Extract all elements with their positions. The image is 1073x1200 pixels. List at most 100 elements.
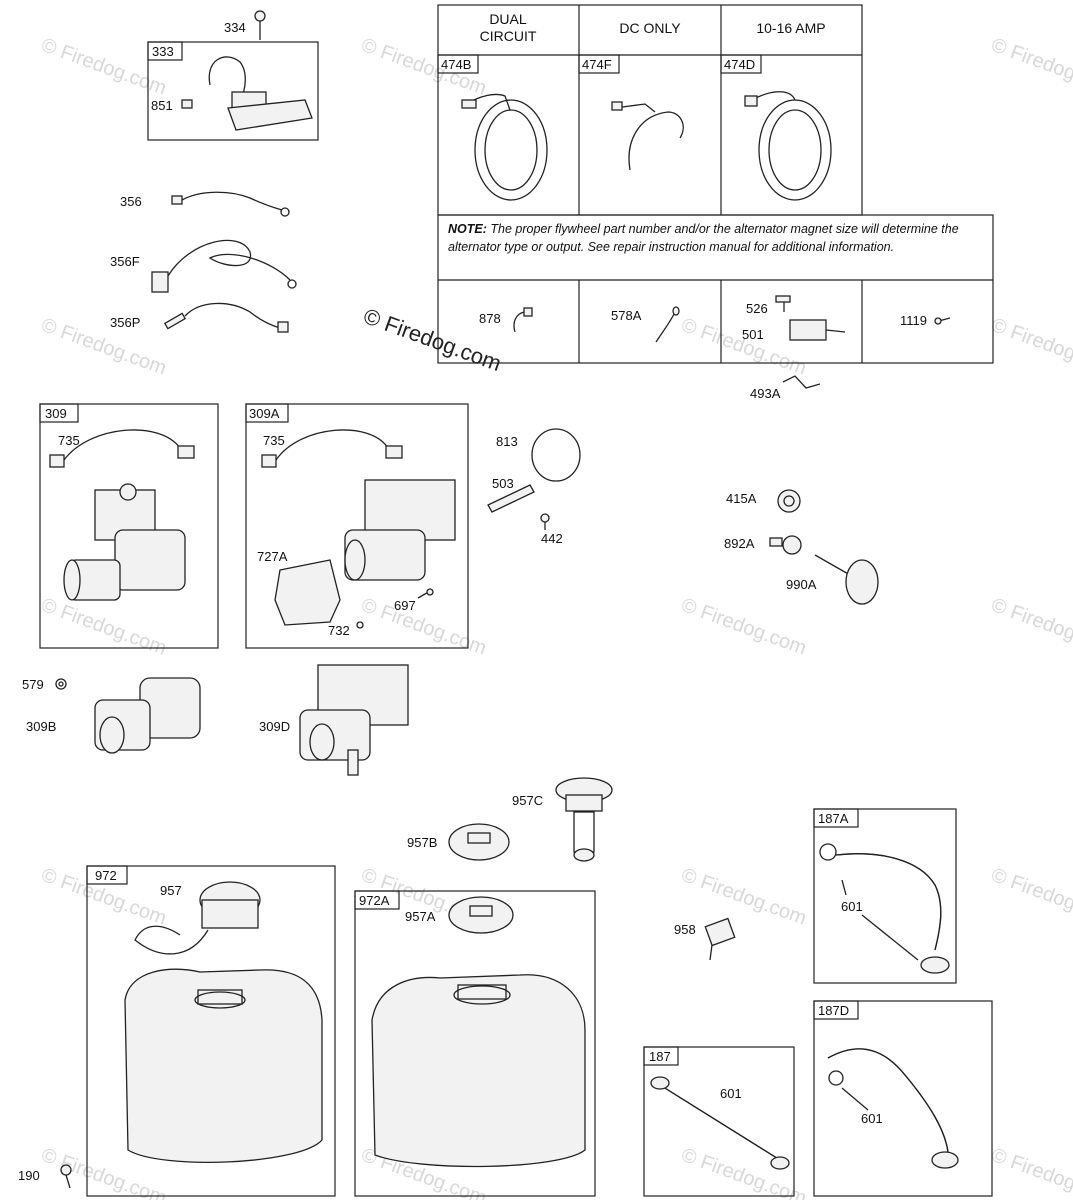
watermark-text: © Firedog.com [678, 594, 809, 660]
washer-icon [55, 678, 67, 690]
fuel-valve-icon [704, 917, 736, 961]
label-727A: 727A [257, 549, 288, 564]
label-501: 501 [742, 327, 764, 342]
label-851: 851 [151, 98, 173, 113]
fuel-hose-icon [650, 1076, 790, 1170]
label-579: 579 [22, 677, 44, 692]
table-frame-bottom [437, 214, 994, 364]
label-493A: 493A [750, 386, 781, 401]
starter-cover-icon [274, 559, 341, 626]
nut-icon [356, 621, 364, 629]
screw-icon [934, 317, 951, 325]
watermark-text: © Firedog.com [38, 34, 169, 100]
box-label-333: 333 [152, 44, 174, 59]
label-601-c: 601 [861, 1111, 883, 1126]
starter-cable-icon [49, 429, 195, 468]
label-334: 334 [224, 20, 246, 35]
box-label-187: 187 [649, 1049, 671, 1064]
header-dc-only: DC ONLY [619, 20, 681, 36]
electric-starter-icon [94, 677, 201, 754]
watermark-text: © Firedog.com [988, 314, 1073, 380]
label-957: 957 [160, 883, 182, 898]
label-601-b: 601 [720, 1086, 742, 1101]
bolt-icon [254, 10, 266, 40]
starter-cable-icon [261, 429, 403, 468]
box-187D [813, 1000, 993, 1197]
box-label-309A: 309A [249, 406, 280, 421]
fuel-hose-icon [827, 1048, 959, 1169]
stator-label-474F: 474F [582, 57, 612, 72]
label-732: 732 [328, 623, 350, 638]
label-356F: 356F [110, 254, 140, 269]
header-10-16-amp: 10-16 AMP [756, 20, 825, 36]
watermark-text: © Firedog.com [988, 864, 1073, 930]
header-circuit: CIRCUIT [480, 28, 537, 44]
watermark-text: © Firedog.com [678, 1144, 809, 1200]
box-187A [813, 808, 957, 984]
box-309 [39, 403, 219, 649]
fuel-tank-icon [124, 968, 323, 1163]
box-label-187D: 187D [818, 1003, 849, 1018]
watermark-text: © Firedog.com [38, 594, 169, 660]
stator-label-474D: 474D [724, 57, 755, 72]
label-442: 442 [541, 531, 563, 546]
electric-starter-icon [63, 483, 186, 601]
switch-bezel-icon [769, 535, 802, 555]
label-190: 190 [18, 1168, 40, 1183]
note-prefix: NOTE: [448, 222, 487, 236]
label-957C: 957C [512, 793, 543, 808]
stator-dual-circuit-icon [461, 93, 548, 201]
bracket-icon [487, 484, 535, 513]
ignition-coil-icon [181, 56, 313, 131]
watermark-text: © Firedog.com [678, 864, 809, 930]
wire-connector-icon [513, 307, 533, 333]
label-697: 697 [394, 598, 416, 613]
key-switch-icon [777, 489, 801, 513]
box-309A [245, 403, 469, 649]
box-972A [354, 890, 596, 1197]
label-356: 356 [120, 194, 142, 209]
box-label-972A: 972A [359, 893, 390, 908]
note-text: The proper flywheel part number and/or t… [448, 222, 959, 254]
hose-clamp-icon [531, 428, 581, 482]
electric-starter-icon [344, 479, 456, 581]
label-958: 958 [674, 922, 696, 937]
label-735-b: 735 [263, 433, 285, 448]
box-333 [147, 41, 319, 141]
watermark-text: © Firedog.com [988, 594, 1073, 660]
label-526: 526 [746, 301, 768, 316]
label-892A: 892A [724, 536, 755, 551]
ground-wire-icon [171, 191, 290, 217]
choke-knob-icon [814, 554, 879, 605]
label-356P: 356P [110, 315, 140, 330]
fuel-tank-icon [371, 974, 586, 1168]
label-957B: 957B [407, 835, 437, 850]
stator-10-16-amp-icon [744, 91, 832, 201]
stator-label-474B: 474B [441, 57, 471, 72]
label-415A: 415A [726, 491, 757, 506]
watermark-text: © Firedog.com [988, 34, 1073, 100]
screw-icon [417, 588, 434, 599]
electric-starter-icon [299, 664, 409, 776]
lead-wire-icon [163, 302, 289, 333]
alternator-table: DUAL CIRCUIT DC ONLY 10-16 AMP 474B 474F… [437, 4, 994, 364]
box-972 [86, 865, 336, 1197]
watermark-text: © Firedog.com [988, 1144, 1073, 1200]
bracket-icon [782, 375, 821, 389]
regulator-icon [775, 295, 846, 341]
diode-lead-icon [655, 306, 680, 343]
label-957A: 957A [405, 909, 436, 924]
screw-icon [540, 513, 550, 530]
box-label-309: 309 [45, 406, 67, 421]
watermark-text: © Firedog.com [358, 594, 489, 660]
label-309D: 309D [259, 719, 290, 734]
stator-dc-only-icon [611, 101, 684, 171]
label-735-a: 735 [58, 433, 80, 448]
fuel-cap-icon [448, 823, 510, 861]
fuel-cap-tether-icon [134, 881, 261, 955]
label-503: 503 [492, 476, 514, 491]
box-label-972: 972 [95, 868, 117, 883]
fuel-hose-icon [819, 843, 950, 974]
